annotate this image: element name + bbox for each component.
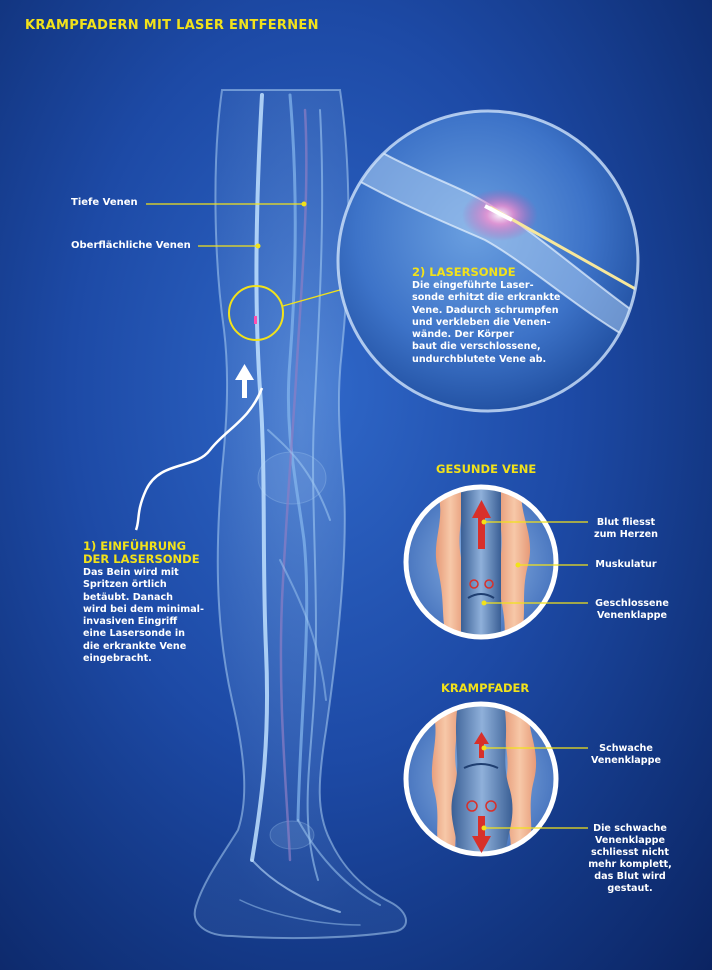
- varicose-heading: KRAMPFADER: [441, 681, 530, 695]
- leg-veins: [239, 93, 381, 926]
- backflow-label: Die schwache Venenklappe schliesst nicht…: [588, 823, 672, 894]
- step1-text: Das Bein wird mit Spritzen örtlich betäu…: [83, 567, 204, 665]
- page-title: KRAMPFADERN MIT LASER ENTFERNEN: [25, 18, 319, 33]
- step1-heading-line2: DER LASERSONDE: [83, 552, 200, 566]
- step2-text: Die eingeführte Laser- sonde erhitzt die…: [412, 280, 561, 365]
- treatment-spot-marker: [228, 285, 284, 341]
- healthy-vein-diagram: [403, 484, 588, 640]
- magnifier-view: [336, 109, 640, 413]
- step2-block: 2) LASERSONDE Die eingeführte Laser- son…: [412, 266, 602, 366]
- muscle-label: Muskulatur: [595, 559, 657, 570]
- varicose-vein-diagram: [403, 701, 588, 857]
- blood-flow-label: Blut fliesst zum Herzen: [594, 517, 658, 540]
- step2-heading: 2) LASERSONDE: [412, 265, 516, 279]
- superficial-veins-label: Oberflächliche Venen: [71, 240, 191, 251]
- closed-valve-label: Geschlossene Venenklappe: [595, 598, 669, 621]
- weak-valve-label: Schwache Venenklappe: [591, 743, 661, 766]
- step1-heading-line1: 1) EINFÜHRUNG: [83, 539, 187, 553]
- laser-probe-cable: [134, 387, 264, 531]
- healthy-vein-heading: GESUNDE VENE: [436, 462, 537, 476]
- step1-block: 1) EINFÜHRUNG DER LASERSONDE Das Bein wi…: [83, 540, 253, 665]
- deep-veins-label: Tiefe Venen: [71, 197, 138, 208]
- insertion-arrow: [235, 364, 254, 398]
